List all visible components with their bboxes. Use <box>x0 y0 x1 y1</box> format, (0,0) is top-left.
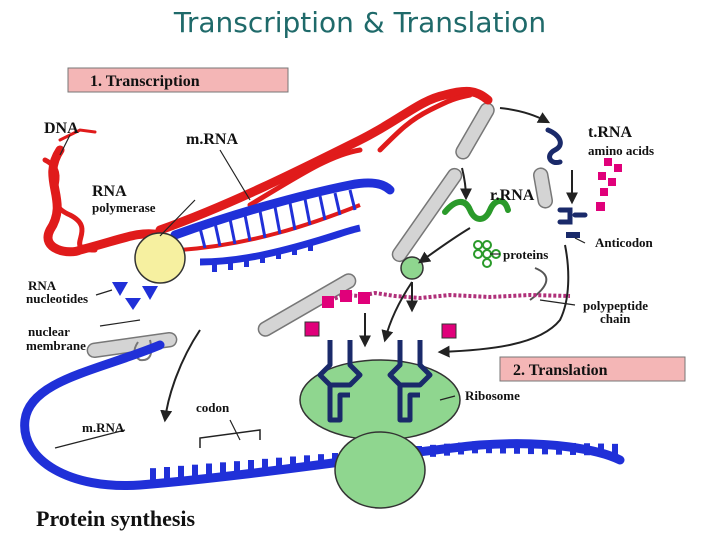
codon-tooth <box>612 443 618 456</box>
rrna-strand <box>442 198 511 222</box>
label-dna: DNA <box>44 120 79 137</box>
codon-tooth <box>262 458 268 471</box>
label-proteins: proteins <box>503 247 548 262</box>
translation-header-box <box>499 356 686 382</box>
slide-title: Transcription & Translation <box>173 6 547 39</box>
amino-acids <box>596 158 622 211</box>
label-trna: t.RNA <box>588 124 632 141</box>
label-rna-polymerase-2: polymerase <box>92 200 156 215</box>
codon-tooth <box>598 443 604 456</box>
codon-tooth <box>542 442 548 455</box>
translation-header: 2. Translation <box>513 362 608 379</box>
label-amino-acids: amino acids <box>588 143 654 158</box>
label-rna-nucleotides-2: nucleotides <box>26 291 88 306</box>
label-rna-nucleotides-1: RNA <box>28 278 57 293</box>
amino-acid-left <box>304 321 320 337</box>
codon-tooth <box>318 454 324 467</box>
ribosome-subunit <box>400 256 424 280</box>
label-rna-polymerase-1: RNA <box>92 183 127 200</box>
label-leaders <box>54 134 586 449</box>
transcription-header: 1. Transcription <box>90 73 200 90</box>
label-nuclear-membrane-2: membrane <box>26 338 86 353</box>
label-anticodon: Anticodon <box>595 235 654 250</box>
codon-tooth <box>430 444 436 457</box>
codon-tooth <box>248 460 254 472</box>
label-polypeptide-1: polypeptide <box>583 298 648 313</box>
label-mrna-bottom: m.RNA <box>82 420 125 435</box>
mrna-transcript <box>170 178 395 272</box>
codon-tooth <box>570 442 576 455</box>
polypeptide-chain <box>322 290 571 308</box>
codon-tooth <box>500 441 506 454</box>
free-trna <box>545 127 588 225</box>
label-mrna-top: m.RNA <box>186 131 238 148</box>
nuclear-membrane <box>86 102 554 362</box>
codon-bracket <box>199 429 261 448</box>
codon-tooth <box>150 468 156 481</box>
codon-tooth <box>556 442 562 455</box>
codon-tooth <box>276 457 282 470</box>
codon-tooth <box>164 467 170 479</box>
label-ribosome: Ribosome <box>465 388 520 403</box>
codon-tooth <box>220 462 226 475</box>
codon-tooth <box>332 453 338 465</box>
label-nuclear-membrane-1: nuclear <box>28 324 70 339</box>
codon-tooth <box>178 465 184 478</box>
label-polypeptide-2: chain <box>600 311 631 326</box>
label-rrna: r.RNA <box>490 187 535 204</box>
codon-tooth <box>514 441 520 454</box>
transcription-header-box <box>67 67 289 93</box>
codon-tooth <box>304 455 310 468</box>
codon-tooth <box>234 461 240 474</box>
codon-tooth <box>290 456 296 469</box>
codon-tooth <box>528 442 534 455</box>
rna-nucleotides <box>112 282 158 310</box>
label-footer: Protein synthesis <box>36 506 196 531</box>
codon-tooth <box>584 443 590 456</box>
process-arrows <box>160 107 578 423</box>
dna-helix <box>42 86 493 257</box>
label-codon: codon <box>196 400 230 415</box>
codon-tooth <box>458 442 464 455</box>
codon-tooth <box>486 441 492 454</box>
anticodon-marker <box>566 232 580 238</box>
codon-tooth <box>472 441 478 454</box>
codon-tooth <box>444 443 450 456</box>
codon-tooth <box>206 463 212 476</box>
amino-acid-right <box>441 323 457 339</box>
rna-polymerase <box>134 232 186 284</box>
trna-on-ribosome <box>317 340 433 423</box>
codon-tooth <box>192 464 198 477</box>
